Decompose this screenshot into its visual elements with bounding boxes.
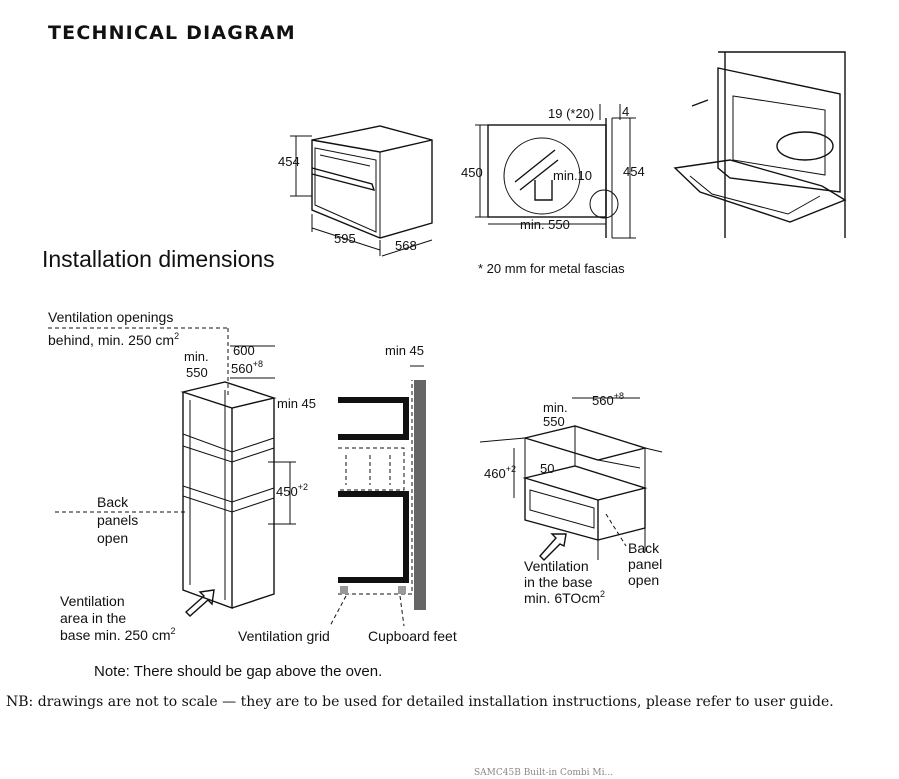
section-gap-value: min.10 [553,168,592,183]
tall-unit-side [231,398,275,609]
under-counter-view: min. 550 560+8 460+2 50 Ventilation in t… [479,391,662,606]
lower-shelf [338,491,409,583]
detail-circle [503,137,581,215]
back-panels-line3: open [97,530,128,546]
vent-area-line2: area in the [60,610,126,626]
oven-body [717,67,841,193]
oven-open-door-view [673,51,847,238]
back-panels-line1: Back [97,494,129,510]
oven-side [597,488,646,541]
oven-control-strip [319,154,371,167]
side-min-top: min 45 [385,343,424,358]
shelf-1 [182,433,275,453]
vent-base-line1: Ventilation [524,558,589,574]
under-min-label: min. [543,400,568,415]
vent-openings-line1: Ventilation openings [48,309,173,325]
section-top-right-value: 4 [622,104,629,119]
tall-min-label: min. [184,349,209,364]
back-panel-line1: Back [628,540,660,556]
tall-unit-view: Ventilation openings behind, min. 250 cm… [48,309,316,643]
detail-profile [514,149,559,201]
tall-width-inner: 560+8 [231,359,263,376]
turntable [776,131,834,161]
section-left-height: 450 [461,165,483,180]
cabinet-frame [718,51,846,238]
nb-note: NB: drawings are not to scale — they are… [6,694,834,710]
cupboard-feet-label: Cupboard feet [368,628,457,644]
under-height: 460+2 [484,464,516,481]
tall-min-value: 550 [186,365,208,380]
back-panels-line2: panels [97,512,138,528]
screw [691,99,709,107]
fascia-note: * 20 mm for metal fascias [478,261,625,276]
oven-door [314,147,377,233]
vent-openings-line2: behind, min. 250 cm2 [48,331,179,348]
gap-note: Note: There should be gap above the oven… [94,663,383,680]
under-min-value: 550 [543,414,565,429]
back-panel-line2: panel [628,556,662,572]
section-top-left-value: 19 (*20) [548,106,594,121]
oven-depth-value: 568 [395,238,417,253]
footer-text: SAMC45B Built-in Combi Mi... [474,768,614,778]
tall-height: 450+2 [276,482,308,499]
wall [414,380,426,610]
tall-min-depth: min 45 [277,396,316,411]
back-panel-line3: open [628,572,659,588]
section-heading: Installation dimensions [42,246,275,272]
vent-base-line3: min. 6TOcm2 [524,589,605,606]
oven-height-value: 454 [278,154,300,169]
oven-front [524,478,599,541]
vent-area-line1: Ventilation [60,593,125,609]
tall-unit-front [182,392,233,610]
oven-width-value: 595 [334,231,356,246]
detail-marker [589,189,619,219]
ventilation-grid-label: Ventilation grid [238,628,330,644]
section-bottom-width: min. 550 [520,217,570,232]
page-title: TECHNICAL DIAGRAM [48,22,296,44]
oven-top-edge [311,139,433,153]
oven-cavity [732,95,826,176]
vent-base-line2: in the base [524,574,593,590]
shelf-2 [182,485,275,503]
under-counter-top [522,425,648,461]
cupboard-foot-left [340,586,348,594]
oven-outline [311,125,433,239]
under-vent-arrow-icon [539,533,567,561]
airflow-path [338,380,413,595]
section-right-height: 454 [623,164,645,179]
oven-isometric-view: 454 595 568 [278,125,433,257]
vent-arrow-icon [184,589,215,617]
under-width: 560+8 [592,391,624,408]
oven-door-open [673,159,847,223]
upper-shelf [338,397,409,440]
oven-handle [311,167,376,191]
side-section-view: min 45 Ventilation grid Cupboard feet [238,343,457,644]
tall-width-top: 600 [233,343,255,358]
section-view: 450 454 19 (*20) 4 min.10 min. 550 [461,104,645,239]
cupboard-foot-right [398,586,406,594]
under-gap: 50 [540,461,554,476]
vent-area-line3: base min. 250 cm2 [60,626,176,643]
oven-outline-dashed [338,447,405,491]
